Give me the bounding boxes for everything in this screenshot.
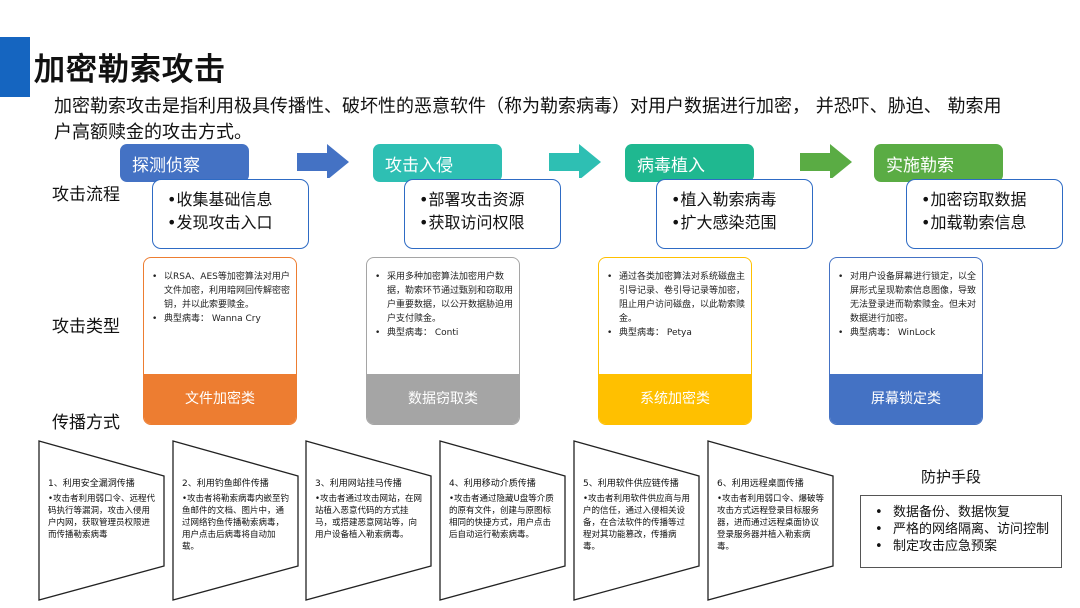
spread-method-title: 1、利用安全漏洞传播 [48, 479, 135, 489]
row-label-types: 攻击类型 [52, 317, 120, 337]
stage-item: •发现攻击入口 [167, 213, 273, 232]
spread-method-body: •攻击者利用弱口令、爆破等攻击方式远程登录目标服务器，进而通过远程桌面协议登录服… [717, 494, 825, 552]
attack-type-description: 对用户设备屏幕进行锁定，以全屏形式呈现勒索信息图像，导致无法登录进而勒索赎金。但… [838, 270, 978, 326]
spread-method-body: •攻击者利用软件供应商与用户的信任，通过入侵相关设备，在合法软件的传播等过程对其… [583, 494, 691, 552]
defense-item: 数据备份、数据恢复 [871, 504, 1061, 521]
attack-type-label: 文件加密类 [144, 374, 296, 424]
spread-shape [305, 440, 432, 601]
attack-type-label: 屏幕锁定类 [830, 374, 982, 424]
stage-header: 攻击入侵 [373, 144, 502, 182]
attack-type-virus: 典型病毒： Wanna Cry [152, 312, 292, 326]
spread-shape [439, 440, 566, 601]
attack-type-label: 系统加密类 [599, 374, 751, 424]
spread-method: 3、利用网站挂马传播 •攻击者通过攻击网站，在网站植入恶意代码的方式挂马，或搭建恶… [305, 440, 433, 602]
attack-type-description: 通过各类加密算法对系统磁盘主引导记录、卷引导记录等加密，阻止用户访问磁盘，以此勒… [607, 270, 747, 326]
defense-title: 防护手段 [921, 468, 982, 486]
intro-text: 加密勒索攻击是指利用极具传播性、破坏性的恶意软件（称为勒索病毒）对用户数据进行加… [54, 96, 1002, 143]
attack-type-card: 通过各类加密算法对系统磁盘主引导记录、卷引导记录等加密，阻止用户访问磁盘，以此勒… [598, 257, 752, 425]
title-accent-bar [0, 37, 30, 97]
spread-method-body: •攻击者将勒索病毒内嵌至钓鱼邮件的文档、图片中，通过网络钓鱼传播勒索病毒，用户点… [182, 494, 290, 552]
spread-method: 2、利用钓鱼邮件传播 •攻击者将勒索病毒内嵌至钓鱼邮件的文档、图片中，通过网络钓鱼… [172, 440, 300, 602]
spread-method: 4、利用移动介质传播 •攻击者通过隐藏U盘等介质的原有文件，创建与原图标相同的快捷… [439, 440, 567, 602]
spread-method-title: 5、利用软件供应链传播 [583, 479, 679, 489]
spread-method-body: •攻击者通过攻击网站，在网站植入恶意代码的方式挂马，或搭建恶意网站等，向用户设备… [315, 494, 423, 540]
spread-method-title: 6、利用远程桌面传播 [717, 479, 804, 489]
attack-type-description: 采用多种加密算法加密用户数据，勒索环节通过甄别和窃取用户重要数据，以公开数据胁迫… [375, 270, 515, 326]
spread-shape [707, 440, 834, 601]
attack-type-card: 对用户设备屏幕进行锁定，以全屏形式呈现勒索信息图像，导致无法登录进而勒索赎金。但… [829, 257, 983, 425]
attack-type-card: 采用多种加密算法加密用户数据，勒索环节通过甄别和窃取用户重要数据，以公开数据胁迫… [366, 257, 520, 425]
spread-shape [38, 440, 165, 601]
defense-box: 数据备份、数据恢复 严格的网络隔离、访问控制 制定攻击应急预案 [860, 495, 1062, 568]
stage-header: 探测侦察 [120, 144, 249, 182]
stage-item: •扩大感染范围 [671, 213, 777, 232]
stage-item: •植入勒索病毒 [671, 190, 777, 209]
attack-type-virus: 典型病毒： Petya [607, 326, 747, 340]
row-label-flow: 攻击流程 [52, 185, 120, 205]
spread-method: 5、利用软件供应链传播 •攻击者利用软件供应商与用户的信任，通过入侵相关设备，在合… [573, 440, 701, 602]
stage-item: •加载勒索信息 [921, 213, 1027, 232]
defense-item: 严格的网络隔离、访问控制 [871, 521, 1061, 538]
spread-method: 1、利用安全漏洞传播 •攻击者利用弱口令、远程代码执行等漏洞，攻击入侵用户内网，获… [38, 440, 166, 602]
spread-method: 6、利用远程桌面传播 •攻击者利用弱口令、爆破等攻击方式远程登录目标服务器，进而通… [707, 440, 835, 602]
row-label-spread: 传播方式 [52, 413, 120, 433]
flow-arrow-icon [297, 144, 349, 178]
attack-type-description: 以RSA、AES等加密算法对用户文件加密，利用暗网回传解密密钥，并以此索要赎金。 [152, 270, 292, 312]
defense-item: 制定攻击应急预案 [871, 538, 1061, 555]
stage-item: •加密窃取数据 [921, 190, 1027, 209]
attack-type-virus: 典型病毒： Conti [375, 326, 515, 340]
stage-box: •收集基础信息 •发现攻击入口 [152, 179, 309, 249]
attack-type-card: 以RSA、AES等加密算法对用户文件加密，利用暗网回传解密密钥，并以此索要赎金。… [143, 257, 297, 425]
spread-shape [172, 440, 299, 601]
spread-method-body: •攻击者利用弱口令、远程代码执行等漏洞，攻击入侵用户内网，获取管理员权限进而传播… [48, 494, 156, 540]
stage-box: •部署攻击资源 •获取访问权限 [404, 179, 561, 249]
stage-item: •获取访问权限 [419, 213, 525, 232]
page-title: 加密勒索攻击 [34, 52, 226, 88]
attack-type-virus: 典型病毒： WinLock [838, 326, 978, 340]
stage-box: •加密窃取数据 •加载勒索信息 [906, 179, 1063, 249]
spread-method-title: 2、利用钓鱼邮件传播 [182, 479, 269, 489]
spread-shape [573, 440, 700, 601]
stage-box: •植入勒索病毒 •扩大感染范围 [656, 179, 813, 249]
stage-header: 病毒植入 [625, 144, 754, 182]
spread-method-title: 3、利用网站挂马传播 [315, 479, 402, 489]
stage-header: 实施勒索 [874, 144, 1003, 182]
flow-arrow-icon [549, 144, 601, 178]
stage-item: •收集基础信息 [167, 190, 273, 209]
attack-type-label: 数据窃取类 [367, 374, 519, 424]
stage-item: •部署攻击资源 [419, 190, 525, 209]
spread-method-title: 4、利用移动介质传播 [449, 479, 536, 489]
spread-method-body: •攻击者通过隐藏U盘等介质的原有文件，创建与原图标相同的快捷方式，用户点击后自动… [449, 494, 554, 540]
flow-arrow-icon [800, 144, 852, 178]
